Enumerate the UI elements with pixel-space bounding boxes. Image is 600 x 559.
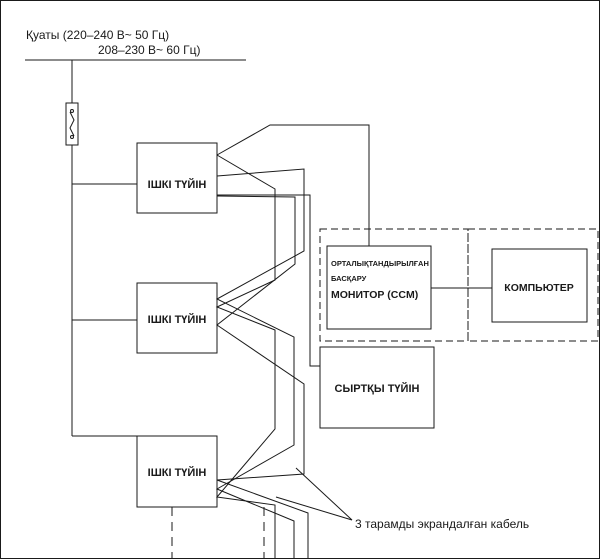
fuse-contact-top bbox=[70, 109, 74, 113]
indoor-unit-2-box bbox=[136, 282, 218, 354]
ccm-label-line1: ОРТАЛЫҚТАНДЫРЫЛҒАН bbox=[331, 259, 429, 268]
ccm-label-line2: БАСҚАРУ bbox=[331, 274, 367, 283]
ccm-label-line3: МОНИТОР (CCM) bbox=[331, 289, 418, 301]
fuse-contact-bottom bbox=[70, 135, 74, 139]
fuse-switch-icon bbox=[69, 111, 75, 137]
indoor-unit-1-label: ІШКІ ТҮЙІН bbox=[148, 178, 207, 191]
signal-wire-ccm bbox=[216, 124, 370, 246]
cable-conductor-c bbox=[216, 195, 309, 559]
cable-callout-leader-1 bbox=[295, 467, 353, 521]
cable-callout-leader-2 bbox=[275, 496, 353, 521]
indoor-unit-1-box bbox=[136, 142, 218, 214]
signal-wire-outdoor bbox=[217, 194, 320, 367]
indoor-unit-3-label: ІШКІ ТҮЙІН bbox=[148, 466, 207, 479]
indoor-unit-2-label: ІШКІ ТҮЙІН bbox=[148, 313, 207, 326]
computer-label: КОМПЬЮТЕР bbox=[504, 282, 573, 294]
power-label-line1: Қуаты (220–240 В~ 50 Гц) bbox=[26, 28, 169, 42]
power-label-line2: 208–230 В~ 60 Гц) bbox=[98, 43, 200, 57]
outdoor-unit-box bbox=[319, 346, 435, 429]
ccm-dashed-group bbox=[319, 228, 469, 342]
cable-label: 3 тарамды экрандалған кабель bbox=[355, 517, 529, 531]
computer-box bbox=[491, 248, 588, 323]
outdoor-unit-label: СЫРТҚЫ ТҮЙІН bbox=[335, 382, 420, 395]
cable-conductor-a bbox=[215, 154, 276, 559]
indoor-unit-3-box bbox=[136, 435, 218, 508]
cable-conductor-b bbox=[215, 168, 305, 559]
